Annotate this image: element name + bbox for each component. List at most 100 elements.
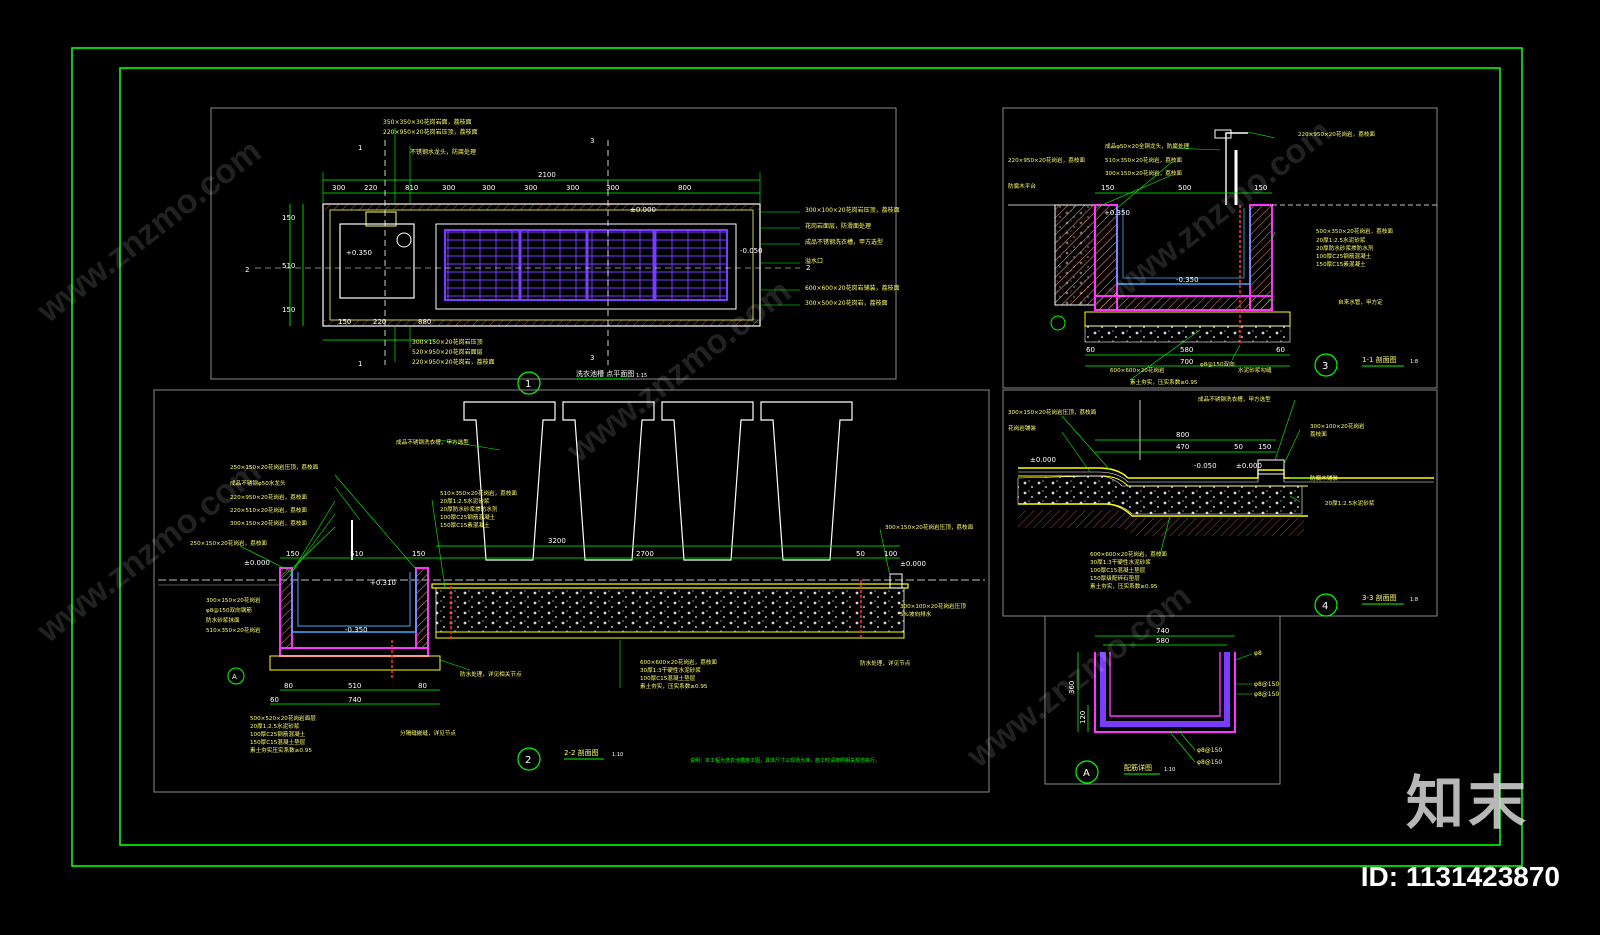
detail-a-callout-label: A: [232, 673, 237, 681]
plan-left-sink: [339, 223, 415, 299]
svg-text:250×150×20花岗岩压顶，荔枝面: 250×150×20花岗岩压顶，荔枝面: [230, 463, 319, 471]
plan-dim-bottom-3: 880: [418, 318, 431, 326]
svg-text:5%坡向排水: 5%坡向排水: [900, 610, 932, 618]
svg-text:20厚1:2.5水泥砂浆: 20厚1:2.5水泥砂浆: [1316, 236, 1366, 244]
svg-text:150厚C15素混凝土: 150厚C15素混凝土: [1316, 260, 1366, 268]
plan-dim-bottom-1: 150: [338, 318, 351, 326]
svg-text:510×350×20花岗岩，荔枝面: 510×350×20花岗岩，荔枝面: [1105, 156, 1182, 164]
plan-view-panel: 350×350×30花岗岩面，荔枝面 220×950×20花岗岩压顶，荔枝面 不…: [210, 107, 900, 395]
plan-cut-1-top: 1: [358, 144, 362, 152]
drawing-note: 说明：本工程为洗衣池槽施工图，具体尺寸以现场为准，施工时请按照相关规范执行。: [690, 757, 880, 764]
plan-dim-left-3: 150: [282, 306, 295, 314]
svg-text:防水砂浆抹面: 防水砂浆抹面: [206, 616, 240, 624]
svg-text:350×350×30花岗岩面，荔枝面: 350×350×30花岗岩面，荔枝面: [383, 118, 472, 126]
svg-text:φ8@150双向: φ8@150双向: [1200, 360, 1235, 368]
detail-a-width: 740: [1156, 627, 1169, 635]
outer-frame: [71, 47, 1523, 867]
detail-a-height: 360: [1068, 681, 1076, 694]
s33-elev-c: ±0.000: [1236, 462, 1262, 470]
s22-dim-right-1: 50: [856, 550, 865, 558]
view-number-4: 4: [1322, 601, 1328, 612]
s22-dim-left-2: 510: [350, 550, 363, 558]
svg-text:水泥砂浆勾缝: 水泥砂浆勾缝: [1238, 366, 1272, 374]
plan-dim-8: 300: [606, 184, 619, 192]
view-marker-2: [517, 747, 541, 771]
plan-cut-2-left: 2: [245, 266, 249, 274]
section-2-2-panel: 成品不锈钢洗衣槽，甲方选型 250×150×20花岗岩压顶，荔枝面 成品不锈钢φ…: [153, 389, 990, 793]
detail-a-rebar-3: φ8@150: [1254, 691, 1279, 698]
svg-text:成品不锈钢φ50水龙头: 成品不锈钢φ50水龙头: [230, 479, 286, 487]
view-marker-4: [1314, 593, 1338, 617]
svg-text:600×600×20花岗岩铺装，荔枝面: 600×600×20花岗岩铺装，荔枝面: [805, 284, 900, 292]
s33-elev-b: -0.050: [1194, 462, 1217, 470]
svg-text:20厚1:2.5水泥砂浆: 20厚1:2.5水泥砂浆: [440, 497, 490, 505]
svg-text:20厚1:2.5水泥砂浆: 20厚1:2.5水泥砂浆: [1325, 499, 1375, 507]
svg-text:成品不锈钢洗衣槽，甲方选型: 成品不锈钢洗衣槽，甲方选型: [805, 238, 883, 246]
view-marker-3: [1314, 353, 1338, 377]
s22-dim-right-2: 100: [884, 550, 897, 558]
svg-text:防水处理，详见相关节点: 防水处理，详见相关节点: [460, 670, 522, 678]
section-1-1-panel: 150 500 150 +0.350 -0.350 60 580 60 700 …: [1002, 107, 1438, 389]
plan-dim-overall: 2100: [538, 171, 556, 179]
detail-a-rebar-2: φ8@150: [1254, 681, 1279, 688]
svg-text:300×100×20花岗岩: 300×100×20花岗岩: [1310, 422, 1365, 430]
s22-dim-left-3: 150: [412, 550, 425, 558]
svg-text:300×100×20花岗岩压顶，荔枝面: 300×100×20花岗岩压顶，荔枝面: [805, 206, 900, 214]
svg-text:300×150×20花岗岩: 300×150×20花岗岩: [206, 596, 261, 604]
svg-text:100厚C15混凝土垫层: 100厚C15混凝土垫层: [1090, 566, 1146, 574]
svg-text:防腐木平台: 防腐木平台: [1008, 182, 1036, 190]
s33-dim-2: 470: [1176, 443, 1189, 451]
svg-text:220×950×20花岗岩，荔枝面: 220×950×20花岗岩，荔枝面: [230, 493, 307, 501]
svg-text:220×950×20花岗岩，荔枝面: 220×950×20花岗岩，荔枝面: [1008, 156, 1085, 164]
svg-text:自来水管，甲方定: 自来水管，甲方定: [1338, 298, 1383, 306]
s22-dim-bottom-2: 510: [348, 682, 361, 690]
view-number-1: 1: [525, 379, 531, 390]
s11-dim-total: 700: [1180, 358, 1193, 366]
view-scale-3: 1:8: [1410, 359, 1418, 365]
svg-text:素土夯实压实系数≥0.95: 素土夯实压实系数≥0.95: [250, 746, 312, 754]
detail-a-base: 120: [1079, 711, 1087, 724]
svg-text:600×600×20花岗岩，荔枝面: 600×600×20花岗岩，荔枝面: [1090, 550, 1167, 558]
s11-dim-top-2: 500: [1178, 184, 1191, 192]
section-3-3-panel: 800 470 50 150 ±0.000 -0.050 ±0.000 300×…: [1002, 389, 1438, 617]
svg-text:500×350×20花岗岩，荔枝面: 500×350×20花岗岩，荔枝面: [1316, 227, 1393, 235]
svg-text:220×510×20花岗岩，荔枝面: 220×510×20花岗岩，荔枝面: [230, 506, 307, 514]
svg-text:150厚级配碎石垫层: 150厚级配碎石垫层: [1090, 574, 1140, 582]
svg-text:600×600×20花岗岩，荔枝面: 600×600×20花岗岩，荔枝面: [640, 658, 717, 666]
plan-dim-4: 300: [442, 184, 455, 192]
view-title-2: 2-2 剖面图: [564, 748, 599, 757]
plan-elev-b: +0.350: [346, 249, 372, 257]
svg-text:成品不锈钢洗衣槽，甲方选型: 成品不锈钢洗衣槽，甲方选型: [1198, 395, 1271, 403]
s22-dim-w: 3200: [548, 537, 566, 545]
plan-dim-left-2: 510: [282, 262, 295, 270]
detail-a-panel: 740 580 360 120 φ8 φ8@150 φ8@150 φ8@150 …: [1044, 615, 1281, 785]
svg-text:花岗岩铺装: 花岗岩铺装: [1008, 424, 1036, 432]
svg-text:素土夯实，压实系数≥0.95: 素土夯实，压实系数≥0.95: [640, 682, 708, 690]
view-title-4: 3-3 剖面图: [1362, 593, 1397, 602]
svg-text:素土夯实，压实系数≥0.95: 素土夯实，压实系数≥0.95: [1130, 378, 1198, 386]
view-number-a: A: [1083, 768, 1090, 779]
view-title-a: 配筋详图: [1124, 763, 1152, 772]
s11-dim-bottom-3: 60: [1276, 346, 1285, 354]
plan-dim-1: 300: [332, 184, 345, 192]
view-scale-2: 1:10: [612, 752, 623, 758]
svg-text:220×950×20花岗岩，荔枝面: 220×950×20花岗岩，荔枝面: [1298, 130, 1375, 138]
view-scale-a: 1:10: [1164, 767, 1175, 773]
s33-dim-4: 150: [1258, 443, 1271, 451]
s11-elev-a: +0.350: [1104, 209, 1130, 217]
svg-text:20厚防水砂浆掺防水剂: 20厚防水砂浆掺防水剂: [440, 505, 498, 513]
s11-detail-callout: [1050, 315, 1066, 331]
detail-a-rebar-4: φ8@150: [1197, 747, 1222, 754]
svg-text:100厚C25钢筋混凝土: 100厚C25钢筋混凝土: [250, 730, 306, 738]
svg-text:150厚C15混凝土垫层: 150厚C15混凝土垫层: [250, 738, 306, 746]
svg-text:30厚1:3干硬性水泥砂浆: 30厚1:3干硬性水泥砂浆: [640, 666, 701, 674]
s22-elev-a: +0.310: [370, 579, 396, 587]
s11-elev-b: -0.350: [1176, 276, 1199, 284]
svg-text:220×950×20花岗岩压顶，荔枝面: 220×950×20花岗岩压顶，荔枝面: [383, 128, 478, 136]
detail-a-rebar-5: φ8@150: [1197, 759, 1222, 766]
plan-elev-c: ±0.000: [630, 206, 656, 214]
wash-basins: [463, 401, 853, 561]
svg-text:300×150×20花岗岩，荔枝面: 300×150×20花岗岩，荔枝面: [1105, 169, 1182, 177]
svg-text:素土夯实，压实系数≥0.95: 素土夯实，压实系数≥0.95: [1090, 582, 1158, 590]
